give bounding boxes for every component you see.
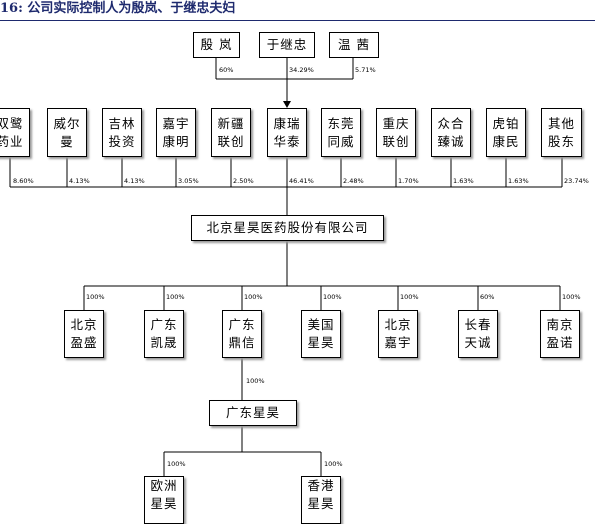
subsidiary-pct: 60% <box>480 293 495 301</box>
gd-xinghao-box: 广东星昊 <box>209 400 297 426</box>
shareholder-box: 重庆 联创 <box>376 108 416 157</box>
overseas-box: 香港 星昊 <box>301 476 341 524</box>
subsidiary-box: 北京 盈盛 <box>64 310 104 358</box>
owner-box-yin-lan: 殷 岚 <box>193 32 240 58</box>
company-box: 北京星昊医药股份有限公司 <box>191 215 384 241</box>
shareholder-pct: 1.63% <box>453 177 474 185</box>
shareholder-box: 众合 臻诚 <box>431 108 471 157</box>
subsidiary-pct: 100% <box>244 293 263 301</box>
title-rule <box>0 20 595 21</box>
overseas-pct: 100% <box>167 460 186 468</box>
subsidiary-box: 北京 嘉宇 <box>378 310 418 358</box>
gd-link-pct: 100% <box>246 377 265 385</box>
subsidiary-pct: 100% <box>323 293 342 301</box>
shareholder-box: 双鹭 药业 <box>0 108 30 157</box>
subsidiary-pct: 100% <box>562 293 581 301</box>
shareholder-box: 吉林 投资 <box>102 108 142 157</box>
owner-box-wen-xi: 温 茜 <box>329 32 379 58</box>
shareholder-pct: 4.13% <box>69 177 90 185</box>
shareholder-pct: 2.48% <box>343 177 364 185</box>
shareholder-pct: 1.63% <box>508 177 529 185</box>
subsidiary-box: 广东 鼎信 <box>222 310 262 358</box>
shareholder-pct: 23.74% <box>564 177 589 185</box>
owner-pct-yu-jizhong: 34.29% <box>289 66 314 74</box>
shareholder-box: 嘉宇 康明 <box>156 108 196 157</box>
subsidiary-box: 南京 盈诺 <box>540 310 580 358</box>
shareholder-pct: 3.05% <box>178 177 199 185</box>
figure-title: 16: 公司实际控制人为殷岚、于继忠夫妇 <box>0 1 236 16</box>
subsidiary-pct: 100% <box>400 293 419 301</box>
shareholder-pct: 2.50% <box>233 177 254 185</box>
shareholder-pct: 46.41% <box>289 177 314 185</box>
connector-lines <box>9 58 564 483</box>
shareholder-box: 威尔 曼 <box>47 108 87 157</box>
subsidiary-pct: 100% <box>86 293 105 301</box>
owner-pct-wen-xi: 5.71% <box>355 66 376 74</box>
shareholder-box: 东莞 同威 <box>321 108 361 157</box>
subsidiary-box: 长春 天诚 <box>458 310 498 358</box>
owner-pct-yin-lan: 60% <box>219 66 234 74</box>
shareholder-box: 新疆 联创 <box>211 108 251 157</box>
shareholder-box: 虎铂 康民 <box>486 108 526 157</box>
shareholder-pct: 8.60% <box>13 177 34 185</box>
overseas-box: 欧洲 星昊 <box>144 476 184 524</box>
owner-box-yu-jizhong: 于继忠 <box>259 32 315 58</box>
subsidiary-box: 美国 星昊 <box>301 310 341 358</box>
shareholder-pct: 4.13% <box>124 177 145 185</box>
shareholder-pct: 1.70% <box>398 177 419 185</box>
overseas-pct: 100% <box>324 460 343 468</box>
shareholder-box: 康瑞 华泰 <box>267 108 307 157</box>
subsidiary-box: 广东 凯晟 <box>144 310 184 358</box>
subsidiary-pct: 100% <box>166 293 185 301</box>
shareholder-box: 其他 股东 <box>541 108 582 157</box>
